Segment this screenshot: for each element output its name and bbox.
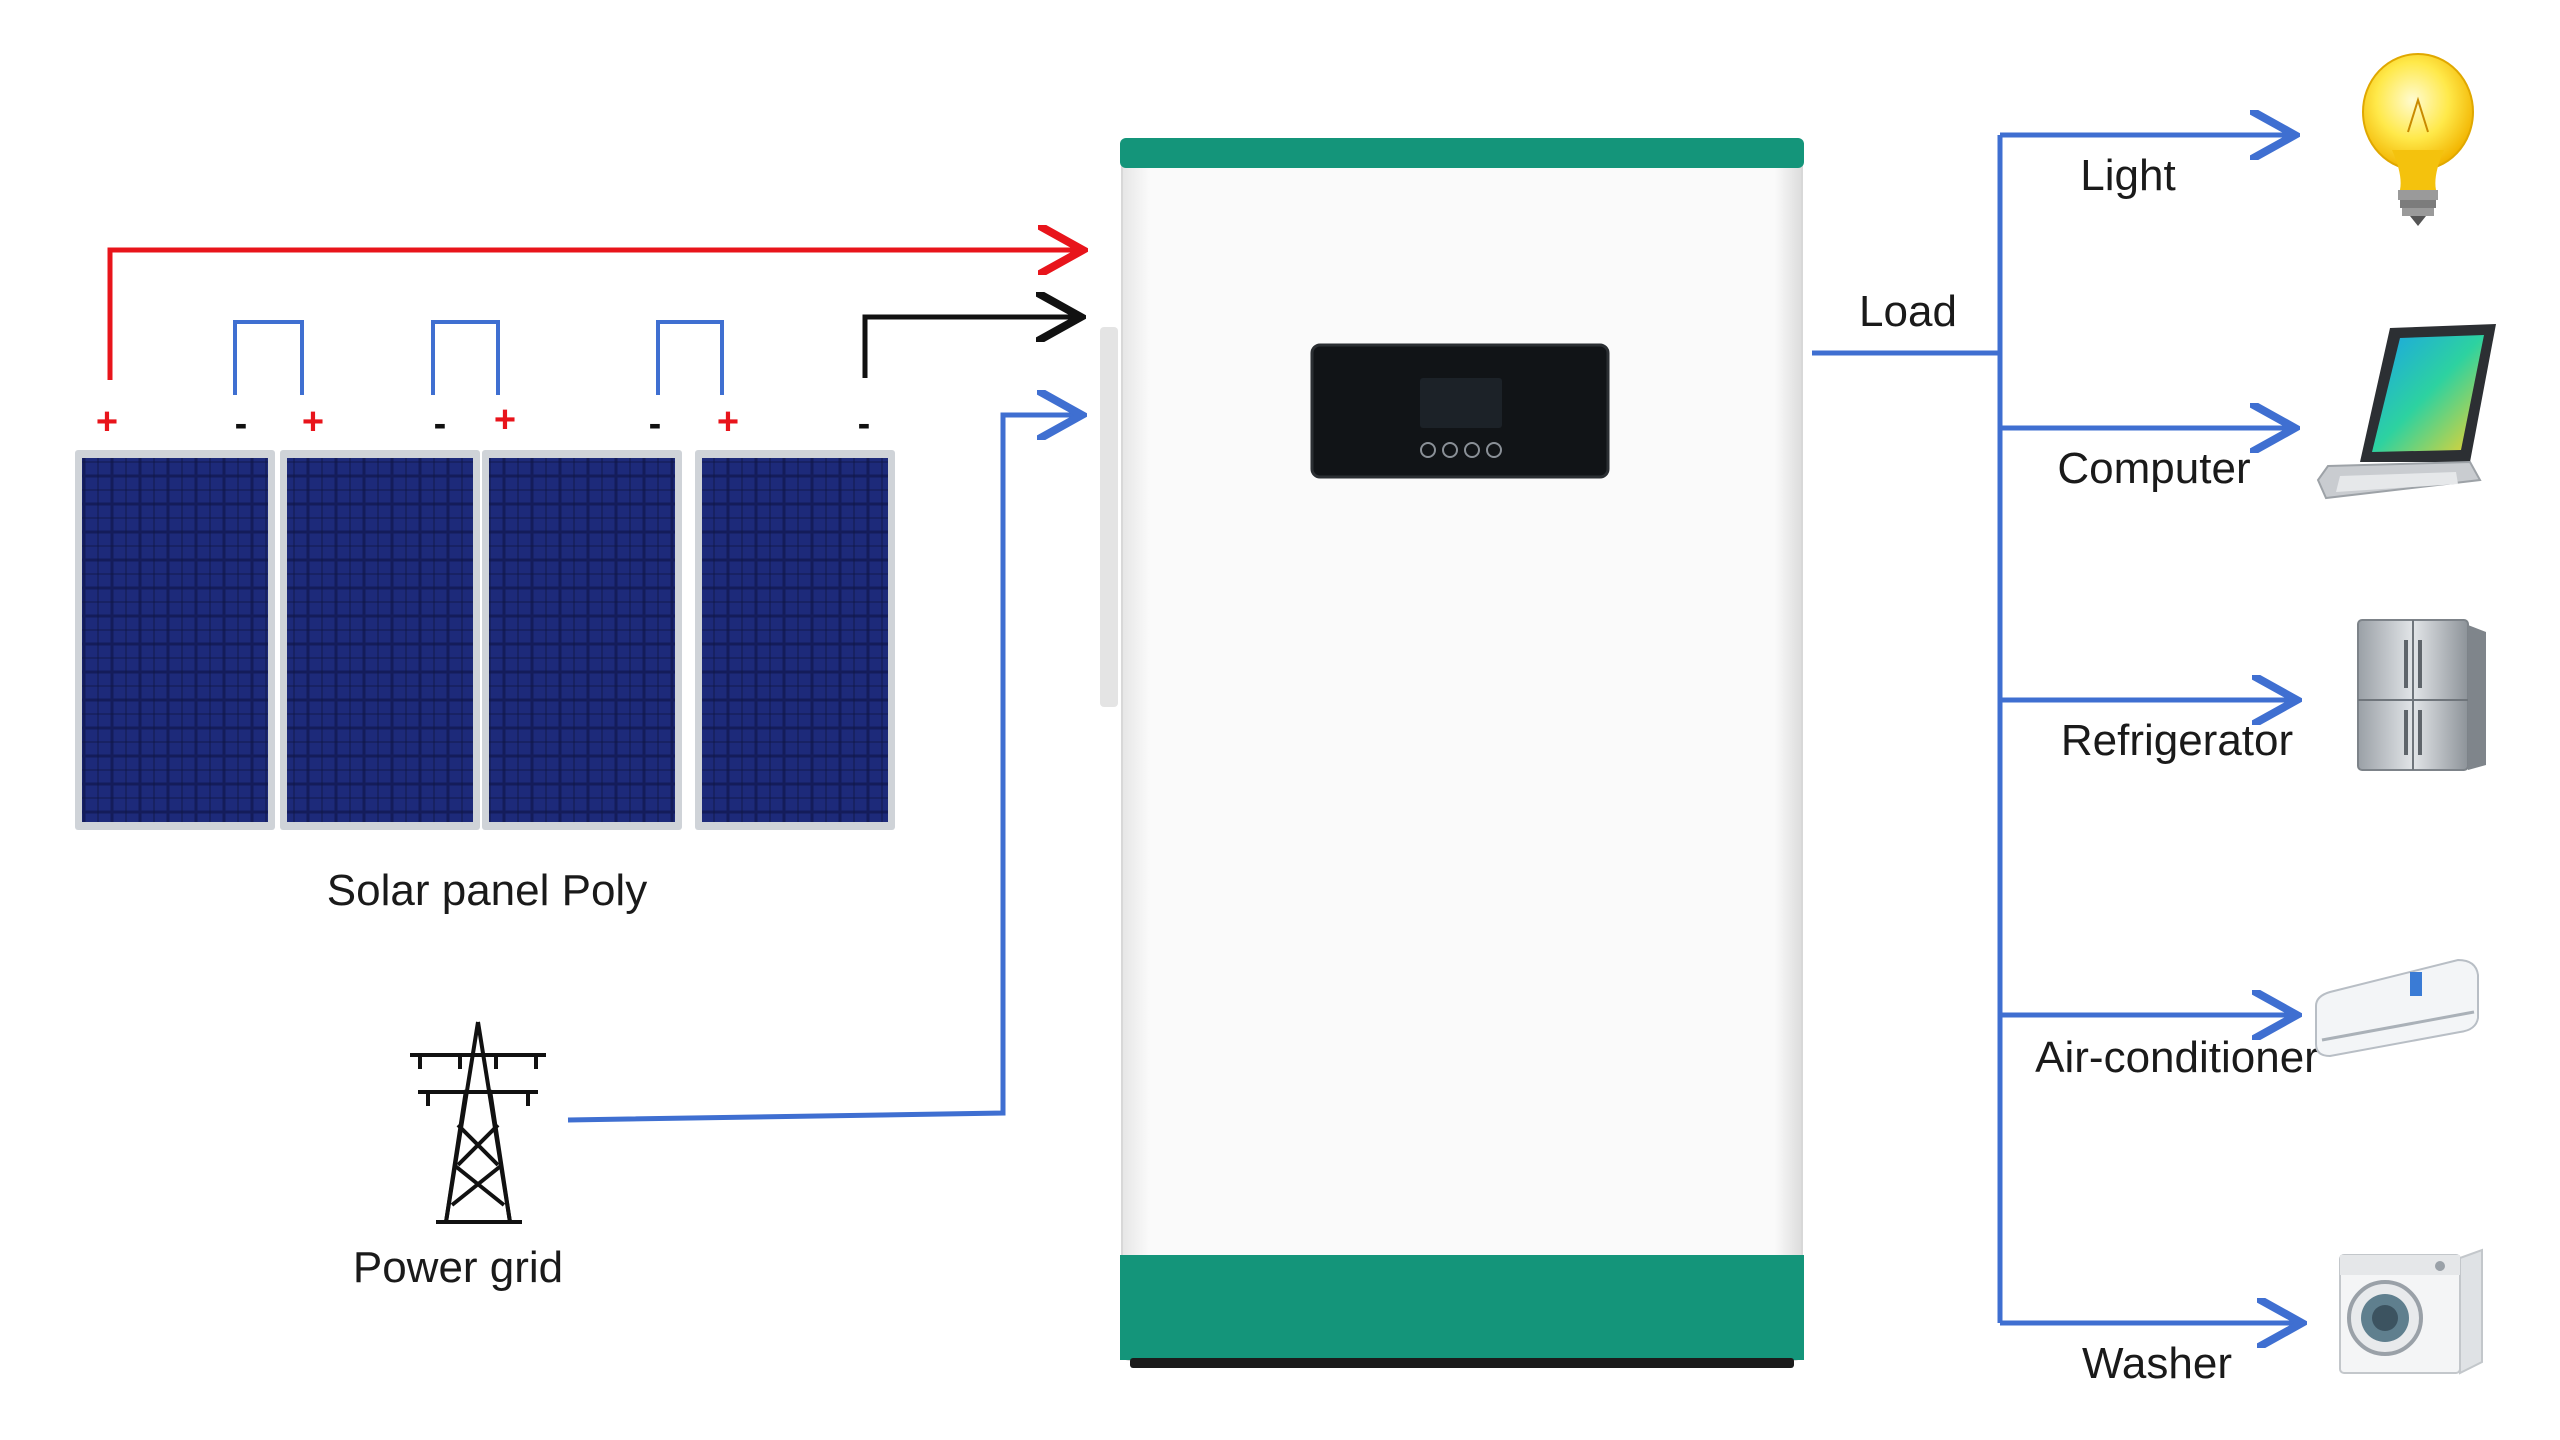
solar-panel [280,450,480,830]
solar-panel [75,450,275,830]
terminal-sign: + [494,399,516,441]
solar-panel [695,450,895,830]
pv-negative-wire [862,317,1076,378]
grid-input-line [567,415,1077,1123]
pv-positive-wire [107,250,1078,380]
transmission-tower-icon [410,1021,546,1224]
terminal-signs: + - + - + - + - [96,399,870,445]
inverter-display-panel [1310,343,1610,479]
terminal-sign: + [96,401,118,443]
terminal-sign: + [717,401,739,443]
solar-panel [482,450,682,830]
load-label: Load [1859,287,1957,336]
appliance-label-air-conditioner: Air-conditioner [2035,1033,2319,1082]
load-distribution-lines [1812,135,2297,1323]
appliance-label-washer: Washer [2082,1339,2232,1388]
air-conditioner-icon [2315,958,2479,1058]
terminal-sign: + [302,401,324,443]
terminal-sign: - [649,403,662,445]
terminal-sign: - [434,403,447,445]
solar-panel-label: Solar panel Poly [327,866,647,915]
hybrid-inverter [1100,138,1804,1368]
refrigerator-icon [2357,619,2486,771]
appliance-label-computer: Computer [2057,444,2250,493]
appliance-label-refrigerator: Refrigerator [2061,716,2293,765]
appliance-label-light: Light [2080,151,2175,200]
washing-machine-icon [2339,1248,2483,1375]
series-jumpers [233,320,724,395]
terminal-sign: - [858,403,871,445]
solar-panel-array [75,450,895,830]
power-grid-label: Power grid [353,1243,563,1292]
laptop-icon [2316,324,2496,500]
light-bulb-icon [2362,53,2474,226]
terminal-sign: - [235,403,248,445]
